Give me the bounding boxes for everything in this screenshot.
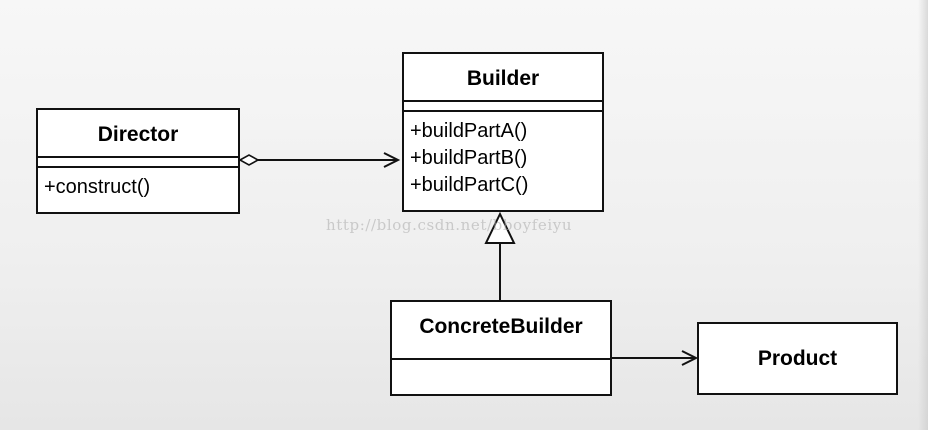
window-edge-shadow: [918, 0, 928, 430]
operation: +buildPartC(): [410, 174, 529, 196]
watermark-text: http://blog.csdn.net/bboyfeiyu: [326, 216, 573, 234]
inheritance-triangle: [484, 211, 516, 244]
class-product: Product: [697, 322, 898, 395]
operations-compartment: +buildPartA() +buildPartB() +buildPartC(…: [404, 110, 602, 199]
class-builder: Builder +buildPartA() +buildPartB() +bui…: [402, 52, 604, 212]
association-arrowhead: [681, 350, 699, 366]
class-director: Director +construct(): [36, 108, 240, 214]
generalization-concretebuilder-builder: [484, 211, 516, 300]
operation: +construct(): [44, 176, 151, 198]
class-name: Product: [757, 347, 838, 370]
class-name: ConcreteBuilder: [419, 315, 583, 338]
association-arrowhead: [383, 152, 401, 168]
aggregation-director-builder: [238, 152, 401, 168]
operation: +buildPartB(): [410, 147, 528, 169]
class-concrete-builder: ConcreteBuilder: [390, 300, 612, 396]
association-concretebuilder-product: [611, 350, 699, 366]
operation: +buildPartA(): [410, 120, 528, 142]
empty-compartment: [392, 358, 610, 394]
aggregation-diamond: [238, 154, 260, 166]
class-name: Builder: [466, 67, 540, 90]
class-name: Director: [97, 123, 179, 146]
attributes-compartment: [404, 100, 602, 110]
attributes-compartment: [38, 156, 238, 166]
operations-compartment: +construct(): [38, 166, 238, 201]
